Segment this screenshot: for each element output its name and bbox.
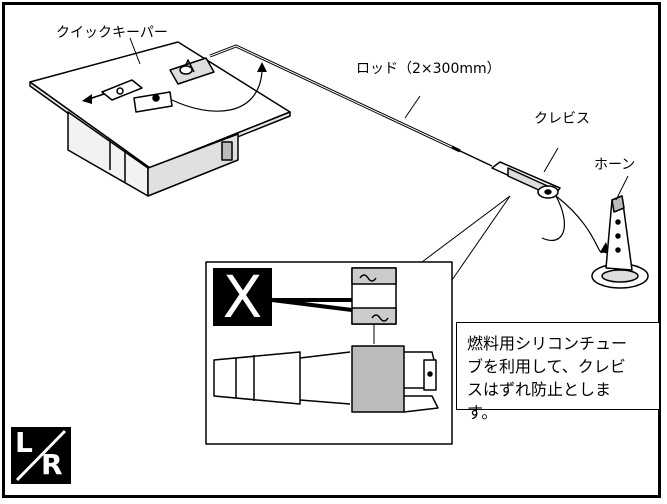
rod-label: ロッド（2×300mm） bbox=[356, 61, 501, 77]
quick-keeper bbox=[101, 79, 173, 113]
note-line: ブを利用して、クレビ bbox=[467, 357, 626, 376]
horn-label: ホーン bbox=[594, 157, 636, 173]
left-right-badge: L R bbox=[11, 427, 71, 484]
note-line: 燃料用シリコンチュー bbox=[467, 334, 628, 353]
quick-keeper-label: クイックキーパー bbox=[56, 25, 168, 41]
clevis bbox=[491, 161, 561, 199]
pushrod bbox=[209, 44, 493, 167]
servo-arm-mount bbox=[169, 57, 215, 85]
lr-divider bbox=[15, 429, 67, 482]
clevis-label: クレビス bbox=[534, 111, 590, 127]
servo-body bbox=[67, 111, 239, 197]
figure-frame bbox=[2, 2, 661, 498]
control-horn bbox=[591, 195, 649, 289]
note-line: す。 bbox=[467, 403, 498, 422]
detail-x-badge: X bbox=[213, 268, 272, 326]
lr-right-letter: R bbox=[41, 448, 63, 481]
fuel-tube-note: 燃料用シリコンチュー ブを利用して、クレビ スはずれ防止としま す。 bbox=[456, 322, 660, 422]
lr-left-letter: L bbox=[15, 426, 33, 459]
note-line: スはずれ防止としま bbox=[467, 380, 612, 399]
